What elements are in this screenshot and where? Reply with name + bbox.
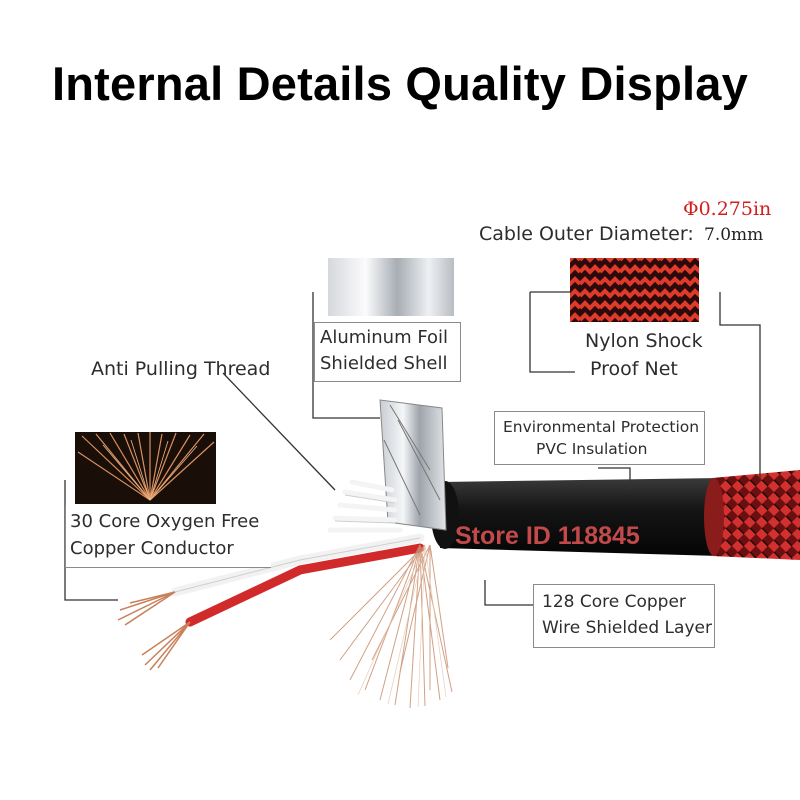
aluminum-foil-label-box (314, 322, 461, 382)
copper-conductor-label-line1: 30 Core Oxygen Free (70, 511, 260, 532)
foil-wrap (379, 399, 447, 531)
copper-shield-strands (329, 544, 453, 709)
aluminum-foil-label-line2: Shielded Shell (320, 353, 448, 374)
aluminum-foil-swatch (328, 258, 454, 316)
nylon-braid (712, 470, 800, 560)
callout-lines (64, 291, 761, 606)
shield-layer-label-line2: Wire Shielded Layer (542, 618, 712, 638)
nylon-net-label-line2: Proof Net (590, 358, 678, 380)
diameter-label: Cable Outer Diameter: (479, 223, 694, 245)
store-watermark: Store ID 118845 (455, 522, 640, 550)
pvc-label-box (494, 411, 705, 465)
red-wire (185, 543, 425, 627)
pvc-label-line2: PVC Insulation (536, 440, 648, 458)
diameter-mm: 7.0mm (704, 225, 764, 245)
copper-conductor-label-line2: Copper Conductor (70, 538, 234, 559)
shield-layer-label-box (533, 584, 715, 648)
cable-jacket (440, 478, 720, 556)
copper-conductor-label-box (65, 505, 271, 568)
page-title: Internal Details Quality Display (52, 57, 748, 110)
copper-conductor-swatch (75, 432, 216, 504)
copper-ends (117, 591, 191, 671)
aluminum-foil-label-line1: Aluminum Foil (320, 327, 449, 348)
diameter-inches: Φ0.275in (683, 198, 772, 220)
anti-pulling-threads (327, 479, 403, 533)
pvc-label-line1: Environmental Protection (503, 418, 700, 436)
shield-layer-label-line1: 128 Core Copper (542, 592, 686, 612)
nylon-net-swatch (570, 258, 699, 322)
nylon-net-label-line1: Nylon Shock (585, 330, 703, 352)
anti-pulling-label: Anti Pulling Thread (91, 358, 271, 380)
